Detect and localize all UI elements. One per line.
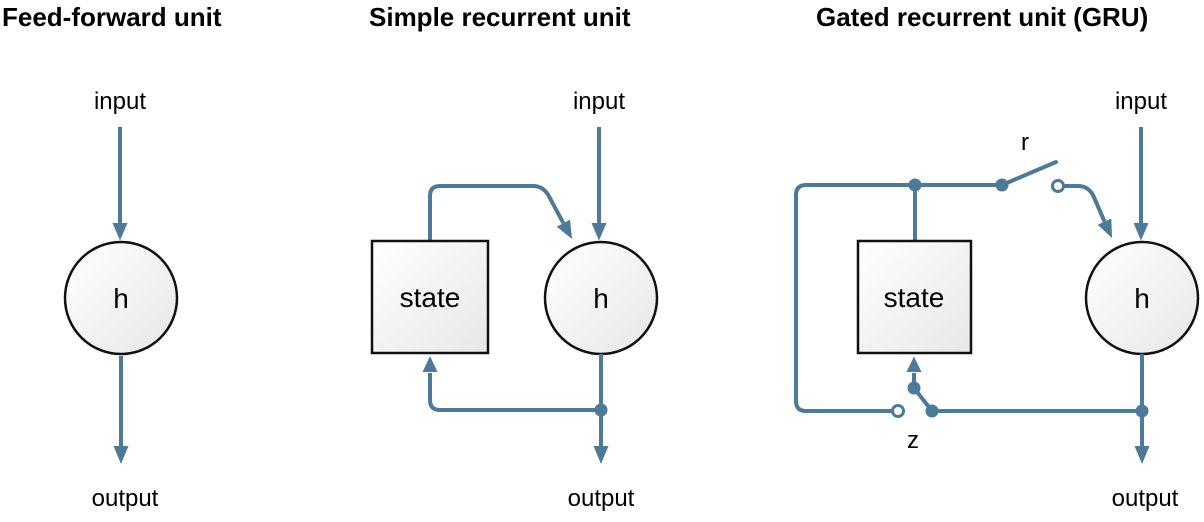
gate-to-state-arrowhead-icon [906, 356, 922, 372]
output-label: output [568, 485, 635, 512]
input-arrowhead-icon [591, 223, 607, 241]
feedback-to-state-arrow [428, 373, 601, 412]
gate-to-unit-arrow [1063, 184, 1107, 223]
input-arrowhead-icon [1133, 223, 1149, 241]
input-label: input [573, 88, 625, 115]
state-label: state [400, 282, 461, 313]
update-gate-contact-icon [891, 404, 905, 418]
unit-circle [63, 240, 179, 356]
panel-simple-recurrent: Simple recurrent unit input state h outp… [369, 2, 659, 512]
state-box [856, 239, 973, 355]
panel-gru: Gated recurrent unit (GRU) input r state… [794, 2, 1200, 512]
unit-label: h [593, 283, 609, 314]
gate-to-unit-arrowhead-icon [1097, 218, 1112, 238]
panel-title: Gated recurrent unit (GRU) [816, 2, 1148, 32]
panel-title: Simple recurrent unit [369, 2, 631, 32]
unit-label: h [113, 283, 129, 314]
input-arrowhead-icon [112, 223, 128, 241]
feedback-arrowhead-icon [422, 356, 438, 372]
panel-title: Feed-forward unit [2, 2, 222, 32]
output-label: output [92, 485, 159, 512]
update-gate-label: z [907, 427, 919, 454]
unit-label: h [1134, 283, 1150, 314]
recurrent-loop-line [794, 183, 1002, 413]
panel-feed-forward: Feed-forward unit input h output [2, 2, 222, 512]
reset-gate-label: r [1021, 129, 1029, 156]
output-arrowhead-icon [1134, 446, 1150, 464]
reset-gate-switch-arm [1000, 160, 1058, 187]
update-gate-pivot-dot [925, 404, 939, 418]
state-label: state [884, 282, 945, 313]
state-to-unit-arrow [428, 184, 566, 241]
input-label: input [1115, 88, 1167, 115]
output-arrowhead-icon [113, 446, 129, 464]
output-arrowhead-icon [593, 446, 609, 464]
input-label: input [94, 88, 146, 115]
output-label: output [1112, 485, 1179, 512]
state-box [370, 239, 490, 355]
reset-gate-contact-icon [1051, 179, 1065, 193]
junction-dot [908, 178, 922, 192]
state-to-unit-arrowhead-icon [556, 219, 572, 239]
